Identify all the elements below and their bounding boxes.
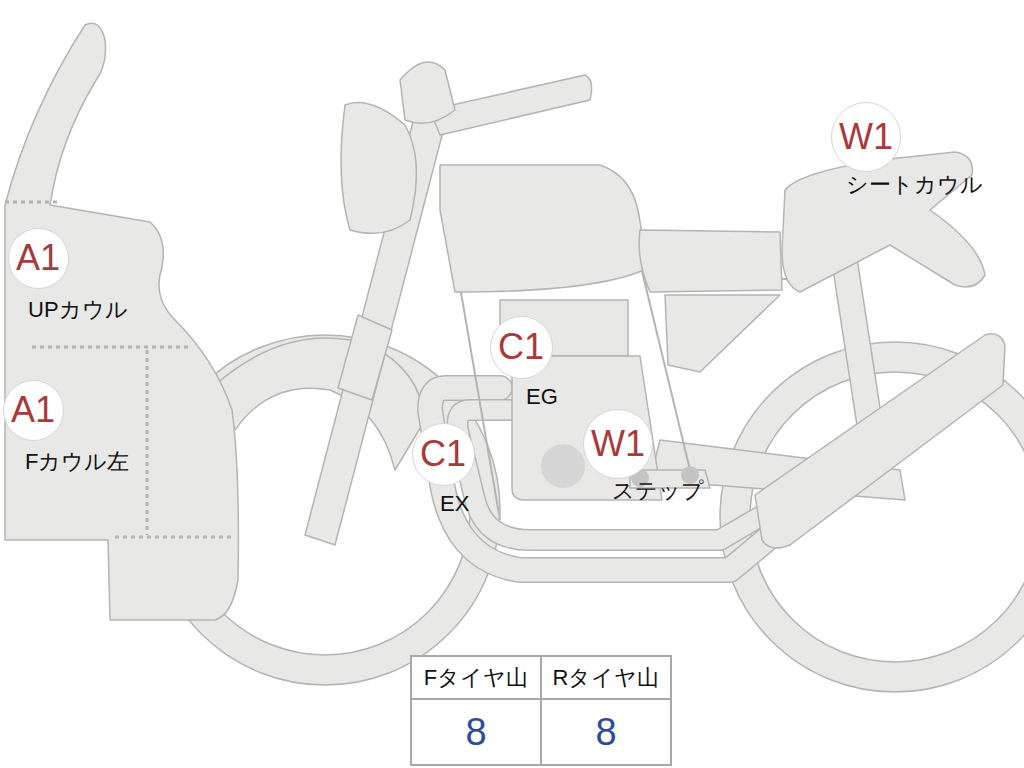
- cowl-split-line: [5, 201, 58, 204]
- damage-marker: W1ステップ: [583, 409, 653, 479]
- meter: [400, 62, 455, 123]
- front-fender: [215, 338, 425, 470]
- table-value: 8: [540, 698, 672, 766]
- damage-code: W1: [583, 409, 653, 479]
- side-cover: [665, 295, 780, 372]
- part-name: UPカウル: [28, 298, 128, 322]
- damage-code: C1: [490, 316, 553, 379]
- part-name: シートカウル: [846, 173, 983, 197]
- cowl-split-line: [146, 350, 149, 535]
- engine-cover: [541, 444, 585, 488]
- damage-code: C1: [412, 423, 475, 486]
- muffler: [755, 334, 1005, 548]
- damage-marker: C1EG: [490, 316, 553, 379]
- damage-code: A1: [3, 380, 64, 441]
- fork-cover: [338, 315, 392, 400]
- seat-cowl: [782, 152, 985, 292]
- damage-code: A1: [8, 228, 69, 289]
- damage-marker: C1EX: [412, 423, 475, 486]
- damage-marker: A1Fカウル左: [3, 380, 64, 441]
- seat: [639, 230, 782, 292]
- table-header: Rタイヤ山: [540, 655, 672, 700]
- part-name: Fカウル左: [25, 450, 129, 474]
- part-name: EX: [440, 492, 469, 516]
- front-cowl: [5, 23, 238, 620]
- cowl-split-line: [32, 346, 190, 349]
- exhaust-pipe-2: [458, 410, 781, 540]
- damage-marker: W1シートカウル: [831, 102, 901, 172]
- table-header: Fタイヤ山: [410, 655, 542, 700]
- damage-code: W1: [831, 102, 901, 172]
- tire-table: Fタイヤ山Rタイヤ山88: [410, 655, 674, 768]
- headlight: [341, 103, 416, 234]
- part-name: ステップ: [612, 479, 704, 503]
- exhaust-pipe-2-inner: [458, 410, 781, 540]
- damage-marker: A1UPカウル: [8, 228, 69, 289]
- fuel-tank: [440, 165, 648, 292]
- cowl-split-line: [115, 536, 235, 539]
- table-value: 8: [410, 698, 542, 766]
- part-name: EG: [526, 385, 558, 409]
